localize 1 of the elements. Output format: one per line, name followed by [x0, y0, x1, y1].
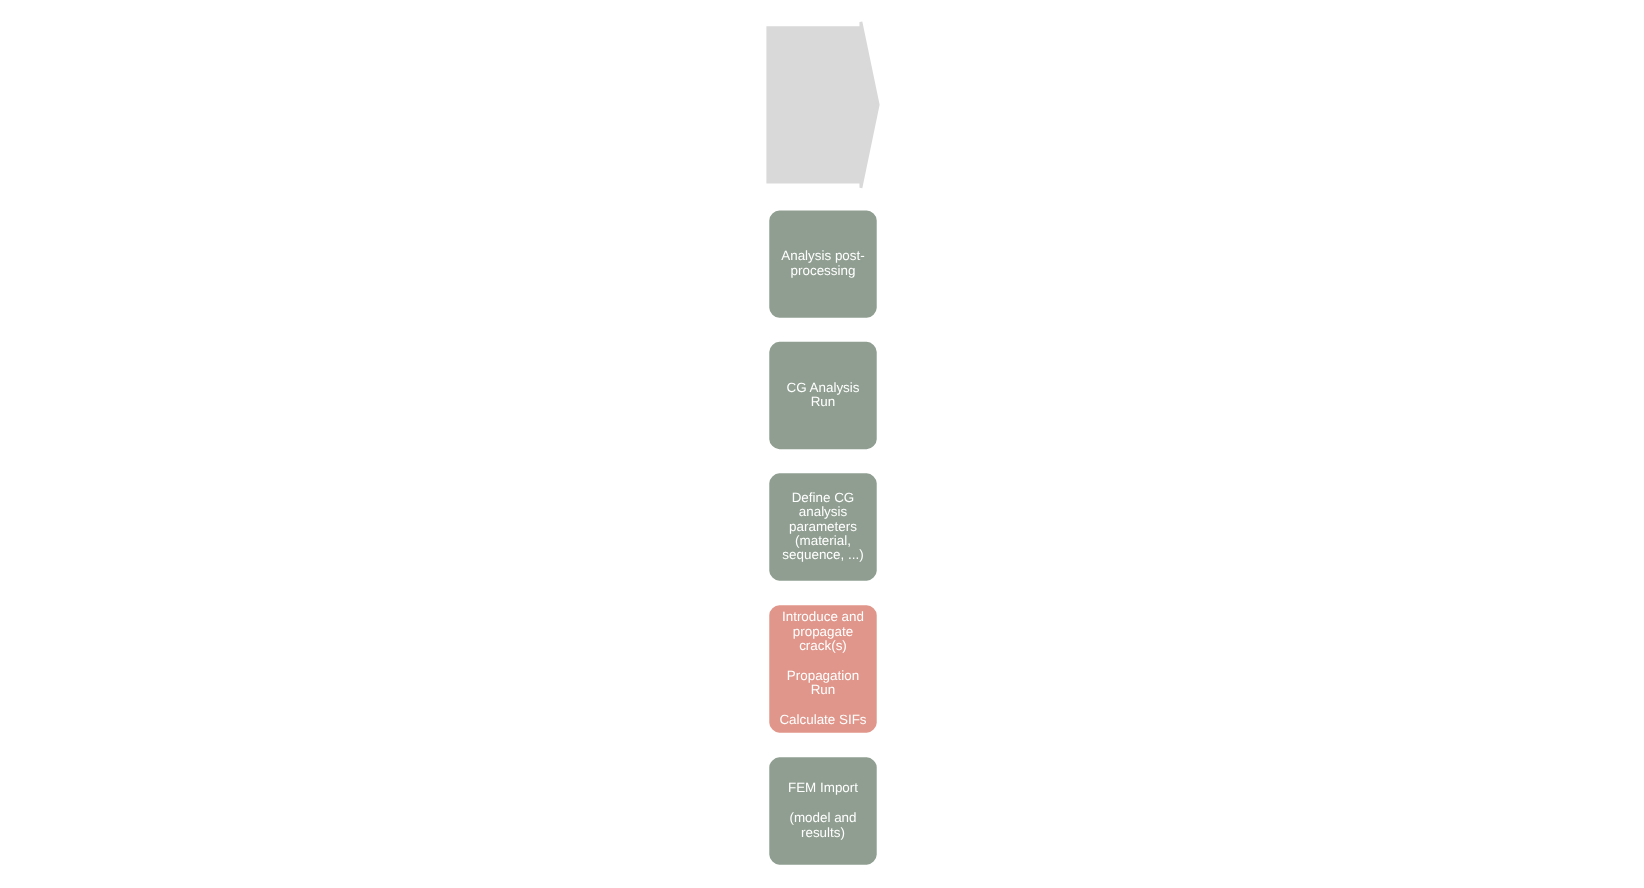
node-arrow: [765, 20, 879, 190]
